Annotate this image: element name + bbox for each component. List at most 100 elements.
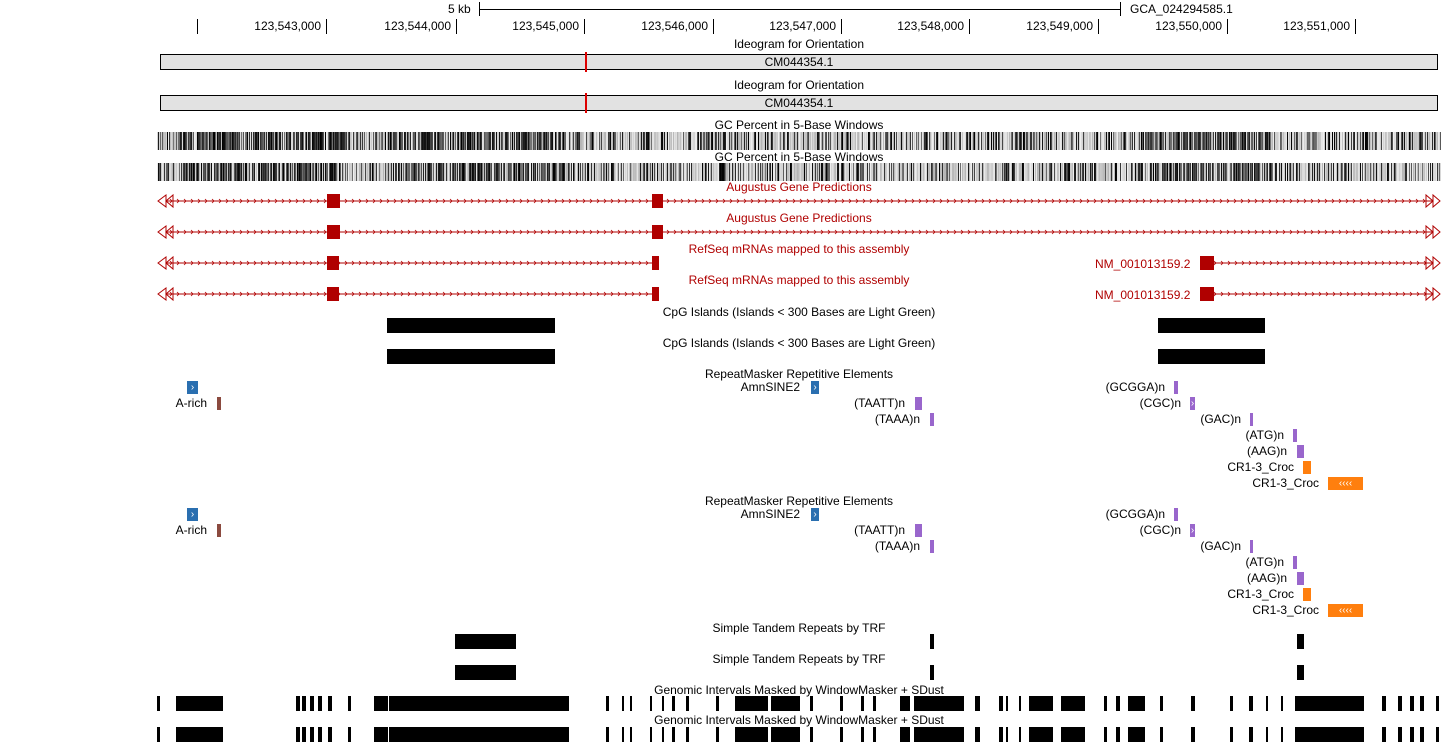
tandem-repeat[interactable] [455,634,516,649]
masked-interval[interactable] [348,696,351,711]
masked-interval[interactable] [1382,727,1386,742]
masked-interval[interactable] [1436,727,1439,742]
masked-interval[interactable] [914,696,964,711]
repeat-element[interactable] [1303,461,1311,474]
masked-interval[interactable] [999,727,1003,742]
masked-interval[interactable] [630,727,632,742]
masked-interval[interactable] [328,696,332,711]
masked-interval[interactable] [1128,696,1145,711]
repeat-element[interactable] [1250,413,1253,426]
gc-percent-track[interactable] [157,163,1441,181]
masked-interval[interactable] [672,727,675,742]
masked-interval[interactable] [1420,727,1424,742]
masked-interval[interactable] [1116,727,1120,742]
masked-interval[interactable] [1230,727,1233,742]
repeat-element[interactable] [217,524,221,537]
masked-interval[interactable] [771,696,800,711]
refseq-gene-label[interactable]: NM_001013159.2 [1095,288,1191,302]
masked-interval[interactable] [716,727,719,742]
masked-interval[interactable] [1266,727,1268,742]
masked-interval[interactable] [672,696,675,711]
masked-interval[interactable] [1160,696,1163,711]
masked-interval[interactable] [810,727,813,742]
masked-interval[interactable] [1006,696,1008,711]
masked-interval[interactable] [1191,696,1195,711]
masked-interval[interactable] [1249,727,1253,742]
repeat-element[interactable] [915,524,922,537]
masked-interval[interactable] [1230,696,1233,711]
masked-interval[interactable] [662,696,664,711]
masked-interval[interactable] [302,696,306,711]
masked-interval[interactable] [771,727,800,742]
masked-interval[interactable] [176,727,223,742]
masked-interval[interactable] [1061,696,1085,711]
masked-interval[interactable] [914,727,964,742]
masked-interval[interactable] [1410,696,1414,711]
masked-interval[interactable] [1104,727,1107,742]
masked-interval[interactable] [389,727,569,742]
masked-interval[interactable] [318,696,322,711]
masked-interval[interactable] [861,696,864,711]
masked-interval[interactable] [374,696,388,711]
repeat-element[interactable]: › [811,381,819,394]
cpg-island[interactable] [1158,318,1265,333]
masked-interval[interactable] [650,696,652,711]
masked-interval[interactable] [1295,727,1364,742]
masked-interval[interactable] [686,696,689,711]
masked-interval[interactable] [1104,696,1107,711]
masked-interval[interactable] [328,727,332,742]
masked-interval[interactable] [1019,696,1021,711]
ideogram-bar[interactable]: CM044354.1 [160,95,1438,111]
cpg-island[interactable] [387,318,555,333]
masked-interval[interactable] [686,727,689,742]
repeat-element[interactable] [1297,572,1304,585]
repeat-element[interactable] [217,397,221,410]
masked-interval[interactable] [310,696,314,711]
tandem-repeat[interactable] [1297,665,1304,680]
masked-interval[interactable] [176,696,223,711]
repeat-element[interactable]: › [187,508,198,521]
repeat-element[interactable] [1293,429,1297,442]
repeat-element[interactable] [1174,508,1178,521]
masked-interval[interactable] [606,727,609,742]
masked-interval[interactable] [348,727,351,742]
tandem-repeat[interactable] [1297,634,1304,649]
masked-interval[interactable] [1061,727,1085,742]
masked-interval[interactable] [630,696,632,711]
masked-interval[interactable] [1029,696,1053,711]
repeat-element[interactable] [1303,588,1311,601]
repeat-element[interactable] [930,540,934,553]
masked-interval[interactable] [1249,696,1253,711]
repeat-element[interactable]: › [1190,397,1195,410]
gc-percent-track[interactable] [157,132,1441,150]
masked-interval[interactable] [374,727,388,742]
masked-interval[interactable] [157,696,160,711]
masked-interval[interactable] [1281,727,1283,742]
masked-interval[interactable] [1006,727,1008,742]
cpg-island[interactable] [1158,349,1265,364]
masked-interval[interactable] [1160,727,1163,742]
repeat-element[interactable] [930,413,934,426]
repeat-element[interactable] [1293,556,1297,569]
masked-interval[interactable] [1398,727,1402,742]
masked-interval[interactable] [310,727,314,742]
tandem-repeat[interactable] [455,665,516,680]
masked-interval[interactable] [1410,727,1414,742]
repeat-element[interactable] [1174,381,1178,394]
masked-interval[interactable] [157,727,160,742]
masked-interval[interactable] [1019,727,1021,742]
tandem-repeat[interactable] [930,665,934,680]
masked-interval[interactable] [1128,727,1145,742]
masked-interval[interactable] [296,727,300,742]
repeat-element[interactable] [915,397,922,410]
masked-interval[interactable] [622,727,624,742]
masked-interval[interactable] [622,696,624,711]
masked-interval[interactable] [302,727,306,742]
masked-interval[interactable] [999,696,1003,711]
ideogram-bar[interactable]: CM044354.1 [160,54,1438,70]
masked-interval[interactable] [861,727,864,742]
masked-interval[interactable] [873,727,876,742]
masked-interval[interactable] [873,696,876,711]
masked-interval[interactable] [389,696,569,711]
masked-interval[interactable] [810,696,813,711]
